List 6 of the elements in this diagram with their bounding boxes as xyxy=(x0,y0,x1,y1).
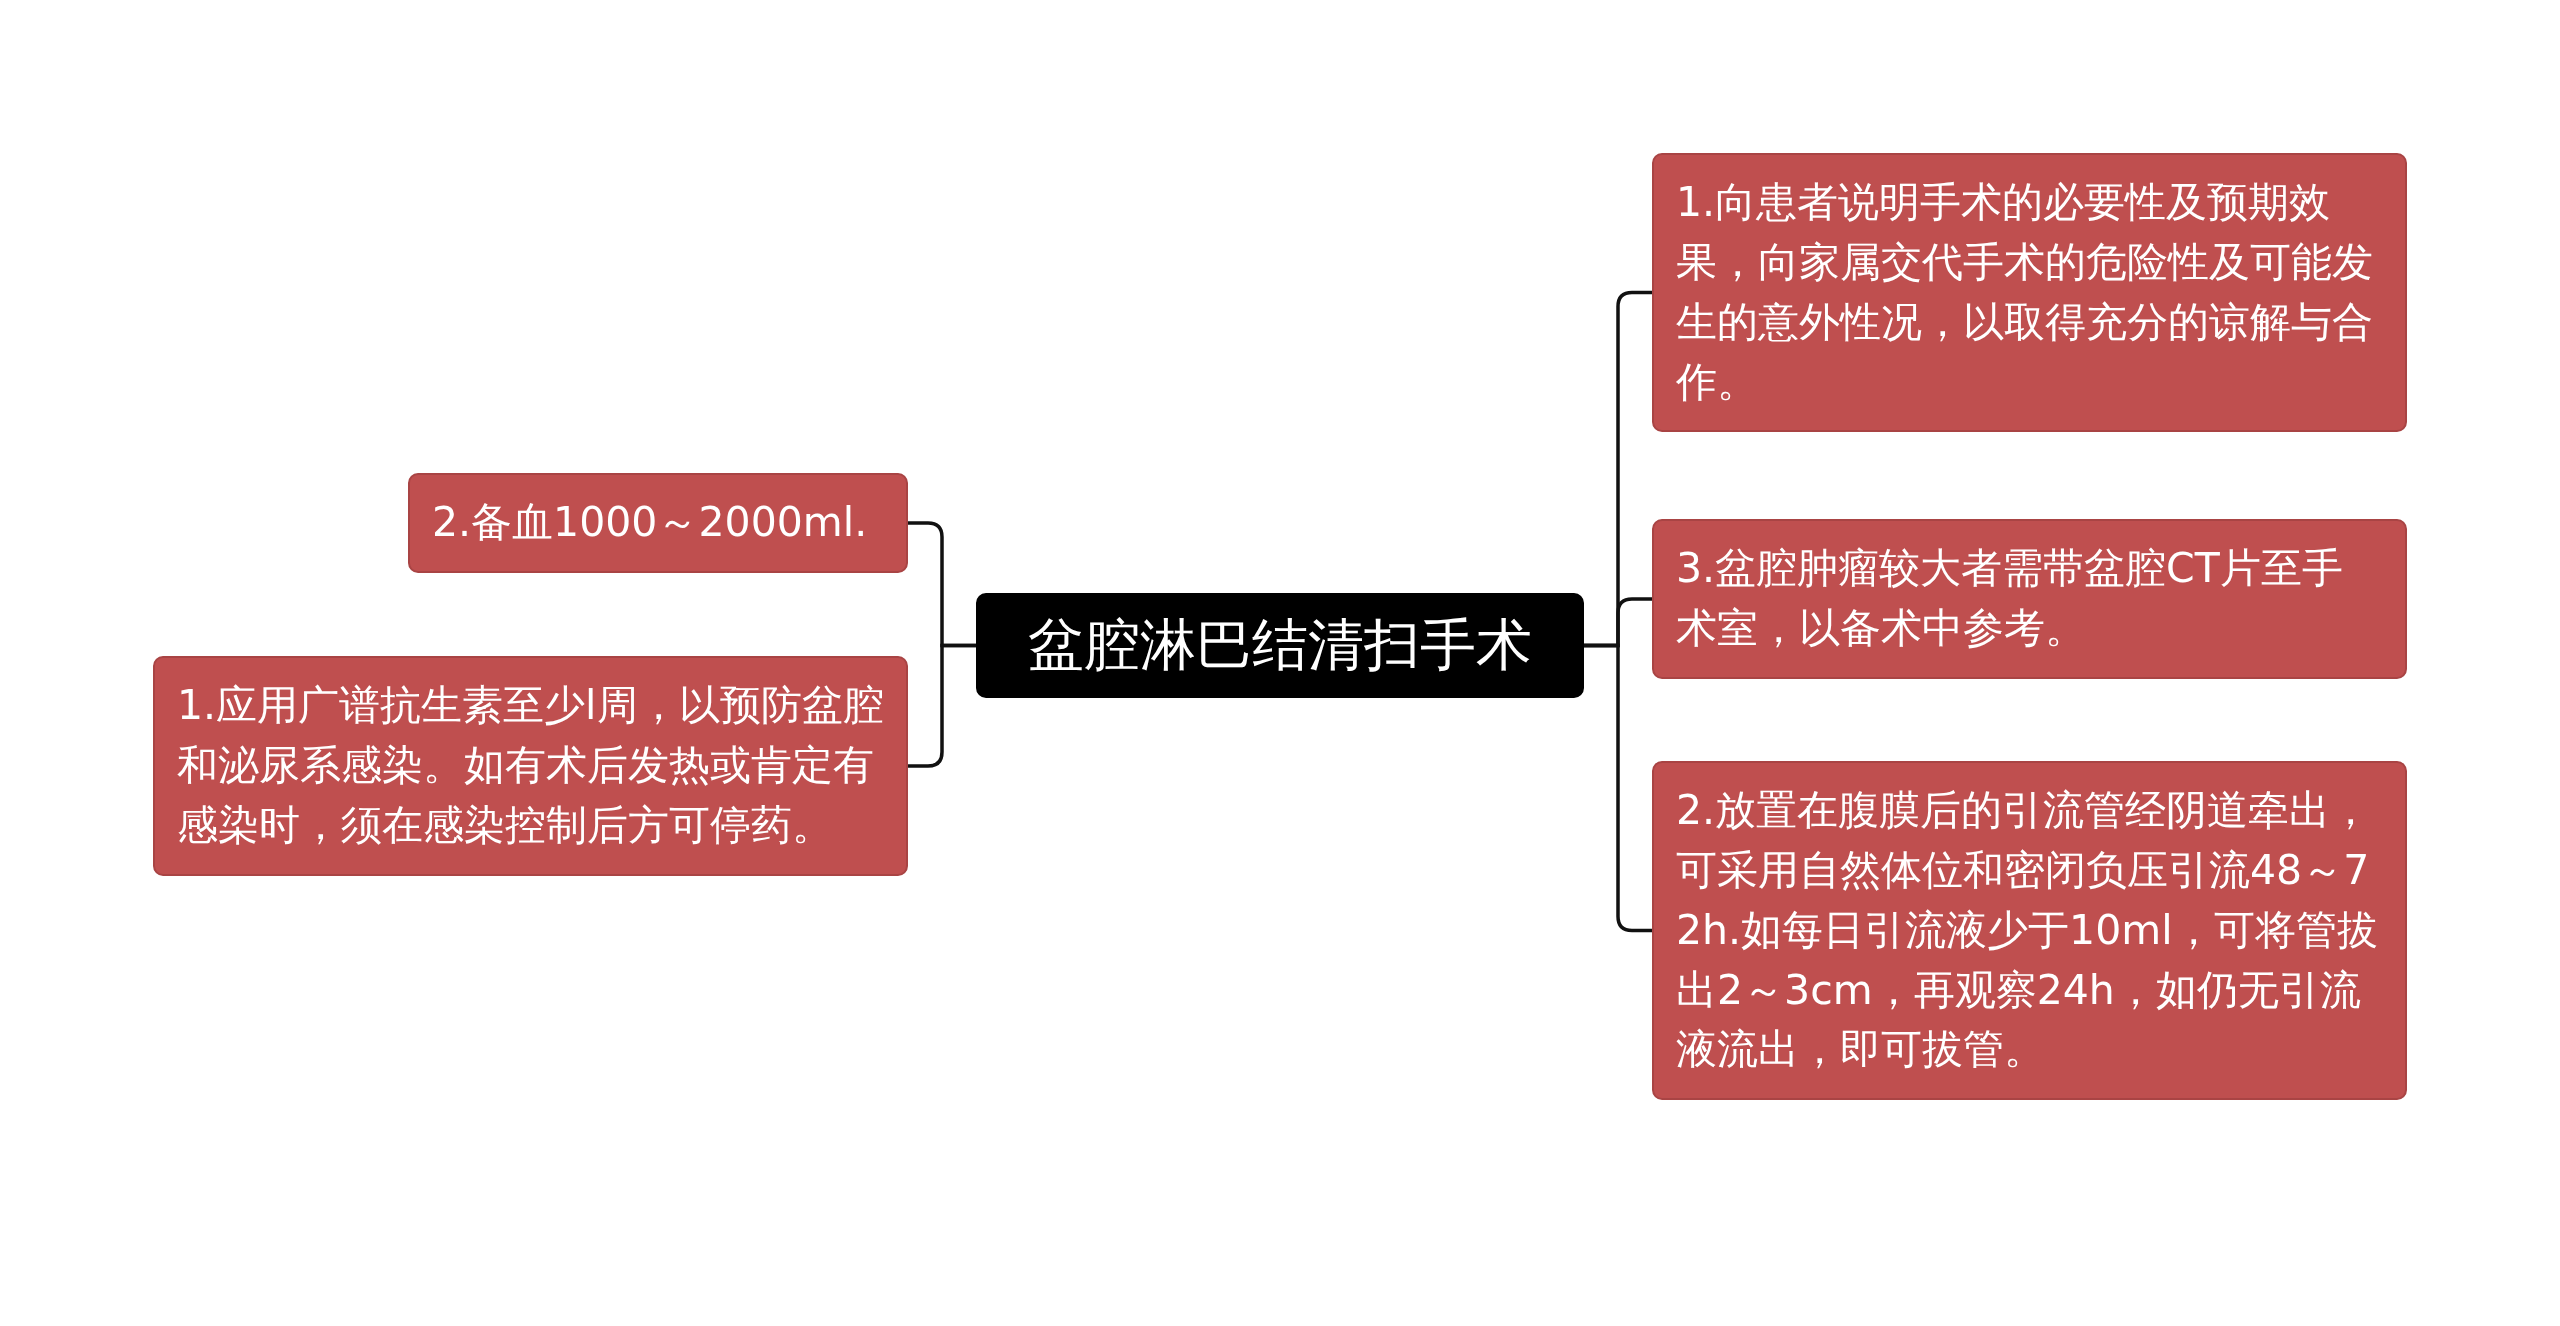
central-topic: 盆腔淋巴结清扫手术 xyxy=(976,593,1584,698)
topic-box: 1.向患者说明手术的必要性及预期效果，向家属交代手术的危险性及可能发生的意外性况，以取得充分的谅解与合作。 xyxy=(1652,153,2407,433)
topic-box: 3.盆腔肿瘤较大者需带盆腔CT片至手术室，以备术中参考。 xyxy=(1652,519,2407,679)
topic-box: 2.放置在腹膜后的引流管经阴道牵出，可采用自然体位和密闭负压引流48～72h.如每日引流液少于10ml，可将管拔出2～3cm，再观察24h，如仍无引流液流出，即可拔管。 xyxy=(1652,761,2407,1101)
topic-box: 2.备血1000～2000ml. xyxy=(408,473,908,573)
topic-box: 1.应用广谱抗生素至少l周，以预防盆腔和泌尿系感染。如有术后发热或肯定有感染时，须在感染控制后方可停药。 xyxy=(153,656,908,876)
